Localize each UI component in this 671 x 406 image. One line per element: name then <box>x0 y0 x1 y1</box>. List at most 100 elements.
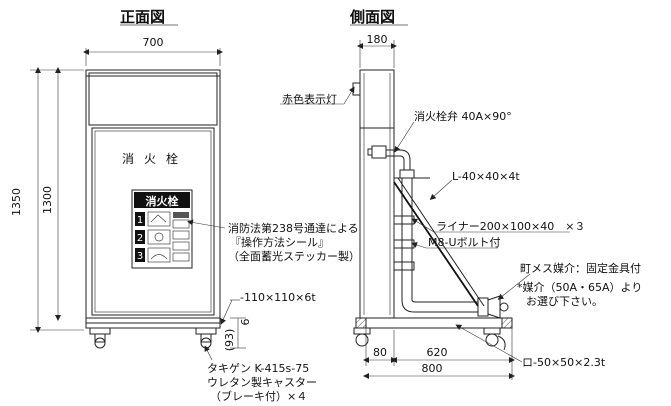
base-pipe-label: ロ-50×50×2.3t <box>522 356 606 369</box>
valve-elbow-inner <box>386 155 405 170</box>
base-section-rear <box>501 317 513 329</box>
caster-right <box>195 327 217 349</box>
bolt-leader <box>411 242 427 249</box>
sign-text-column <box>172 212 190 262</box>
caster-right-wheel <box>200 337 212 349</box>
sign-text-block-1 <box>173 212 189 218</box>
caster-left <box>89 327 111 349</box>
side-caster-front-plate <box>353 327 371 335</box>
door-label: 消火栓 <box>122 151 188 166</box>
sign-step-3-glyph <box>150 254 168 260</box>
total-height-dim-text: 1350 <box>10 188 23 216</box>
caster-leader <box>204 345 213 361</box>
leg-pipe-label: -110×110×6t <box>240 291 316 304</box>
door-inner-frame <box>94 130 212 313</box>
hose-adapter <box>477 295 509 319</box>
base-section-front <box>355 317 367 329</box>
caster-label-line-1: タキゲン K-415s-75 <box>207 362 309 375</box>
sign-step-1-glyph <box>150 214 167 223</box>
sign-note-line-3: （全面蓄光ステッカー製） <box>228 249 360 263</box>
caster-right-fork <box>200 333 212 343</box>
cabinet-side-outline <box>359 69 395 319</box>
liner-2 <box>393 239 415 249</box>
leg-pipe-leader <box>220 299 233 325</box>
side-view-title: 側面図 <box>349 8 395 26</box>
caster-right-plate <box>195 327 217 335</box>
caster-label-line-3: （ブレーキ付）×４ <box>210 389 307 403</box>
valve-elbow <box>386 149 411 170</box>
valve-leader <box>394 121 415 153</box>
upper-panel <box>88 72 218 126</box>
adapter-leader <box>497 273 531 300</box>
caster-left-wheel <box>94 337 106 349</box>
outlet-pipe-upper <box>411 299 478 303</box>
caster-label-line-2: ウレタン製キャスター <box>207 375 317 389</box>
side-caster-rear <box>483 327 506 351</box>
side-caster-rear-wheel <box>485 333 499 347</box>
leg-thickness-dim-text: 6 <box>239 319 252 326</box>
operation-sign <box>131 189 193 269</box>
adapter-cap <box>499 302 509 312</box>
width-dim-text: 700 <box>143 36 164 49</box>
leg-height-dim-text: (93) <box>223 329 236 352</box>
base-front-dim-text: 80 <box>373 346 387 359</box>
sign-step-2-number: 2 <box>137 233 143 244</box>
base-total-dim-text: 800 <box>422 362 443 375</box>
liner-1 <box>393 215 415 225</box>
sign-note-leader <box>187 219 226 229</box>
sign-step-3: 3 <box>135 247 171 263</box>
bolt-label: M8-Uボルト付 <box>428 236 501 249</box>
side-caster-rear-plate <box>483 327 501 335</box>
liner-leader <box>411 218 435 233</box>
side-base-frame <box>355 317 513 329</box>
adapter-flange <box>477 297 489 317</box>
hydrant-valve <box>367 145 415 179</box>
caster-left-fork <box>94 333 106 343</box>
angle-brace-edge <box>397 177 485 307</box>
adapter-body <box>487 295 501 319</box>
sign-step-3-box <box>135 248 145 262</box>
front-view-title: 正面図 <box>120 8 165 26</box>
sign-step-2-glyph <box>154 232 164 242</box>
outlet-pipe-lower <box>401 299 478 313</box>
angle-label: L-40×40×4t <box>452 170 520 183</box>
sign-text-block-5 <box>172 252 190 262</box>
side-view: 側面図 180 赤色表示灯 消火栓弁 40A×90° <box>280 8 642 380</box>
valve-label: 消火栓弁 40A×90° <box>414 109 512 123</box>
body-height-dim-text: 1300 <box>41 186 54 214</box>
sign-step-1: 1 <box>135 211 171 227</box>
base-pipe-leader <box>455 324 523 363</box>
sign-text-block-4 <box>172 241 190 251</box>
sign-text-block-3 <box>172 230 190 240</box>
sign-text-block-2 <box>172 219 190 229</box>
sign-step-3-number: 3 <box>137 251 143 262</box>
lamp-leader <box>343 86 355 105</box>
front-view: 正面図 700 1350 1300 消火栓 消火栓 1 <box>10 8 360 403</box>
valve-body <box>371 145 387 159</box>
angle-brace <box>393 181 479 307</box>
liner-label: ライナー200×100×40 ×３ <box>436 220 585 233</box>
sign-step-1-number: 1 <box>137 215 143 226</box>
indicator-lamp <box>352 82 361 96</box>
side-caster-front <box>353 327 371 347</box>
sign-step-1-figure <box>147 211 171 227</box>
liner-3 <box>393 261 415 271</box>
caster-left-plate <box>89 327 111 335</box>
sign-step-2-figure <box>147 229 171 245</box>
depth-dim-text: 180 <box>367 33 388 46</box>
adapter-label-line-1: 町メス媒介：固定金具付 <box>520 261 641 275</box>
adapter-label-line-2: *媒介（50A・65A）より <box>517 281 642 294</box>
sign-step-2: 2 <box>135 229 171 245</box>
angle-leader <box>429 179 453 201</box>
adapter-label-line-3: お選び下さい。 <box>526 295 603 308</box>
sign-step-2-box <box>135 230 145 244</box>
lamp-label: 赤色表示灯 <box>282 92 337 106</box>
side-caster-front-wheel <box>355 333 369 347</box>
side-caster-rear-brake <box>497 335 506 351</box>
valve-flange <box>399 169 415 179</box>
sign-step-1-box <box>135 212 145 226</box>
door-panel <box>91 127 215 316</box>
sign-title: 消火栓 <box>146 194 179 208</box>
sign-step-3-figure <box>147 247 171 263</box>
